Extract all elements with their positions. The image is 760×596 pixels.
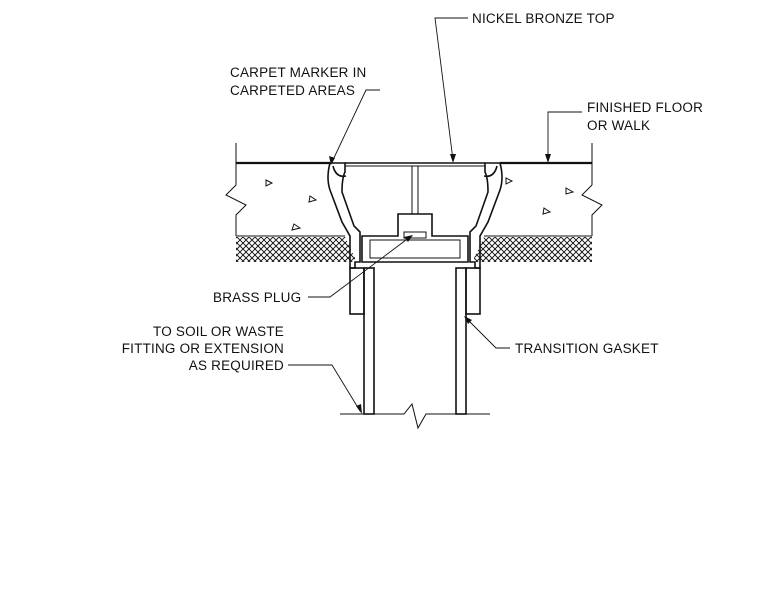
label-finished-floor-line1: FINISHED FLOOR <box>587 100 703 115</box>
leader-lines <box>288 17 582 414</box>
label-soil-waste-line2: FITTING OR EXTENSION <box>122 341 284 356</box>
label-soil-waste-line1: TO SOIL OR WASTE <box>153 324 284 339</box>
earth-fill <box>236 237 592 262</box>
pipe-and-gasket <box>340 261 490 430</box>
label-carpet-marker-line1: CARPET MARKER IN <box>230 65 366 80</box>
label-soil-waste-line3: AS REQUIRED <box>189 358 284 373</box>
label-finished-floor-line2: OR WALK <box>587 118 650 133</box>
label-nickel-bronze-top: NICKEL BRONZE TOP <box>472 11 615 26</box>
cleanout-body <box>327 162 503 269</box>
label-carpet-marker-line2: CARPETED AREAS <box>230 83 355 98</box>
label-transition-gasket: TRANSITION GASKET <box>515 341 659 356</box>
concrete-slab <box>225 143 603 237</box>
label-brass-plug: BRASS PLUG <box>213 290 301 305</box>
